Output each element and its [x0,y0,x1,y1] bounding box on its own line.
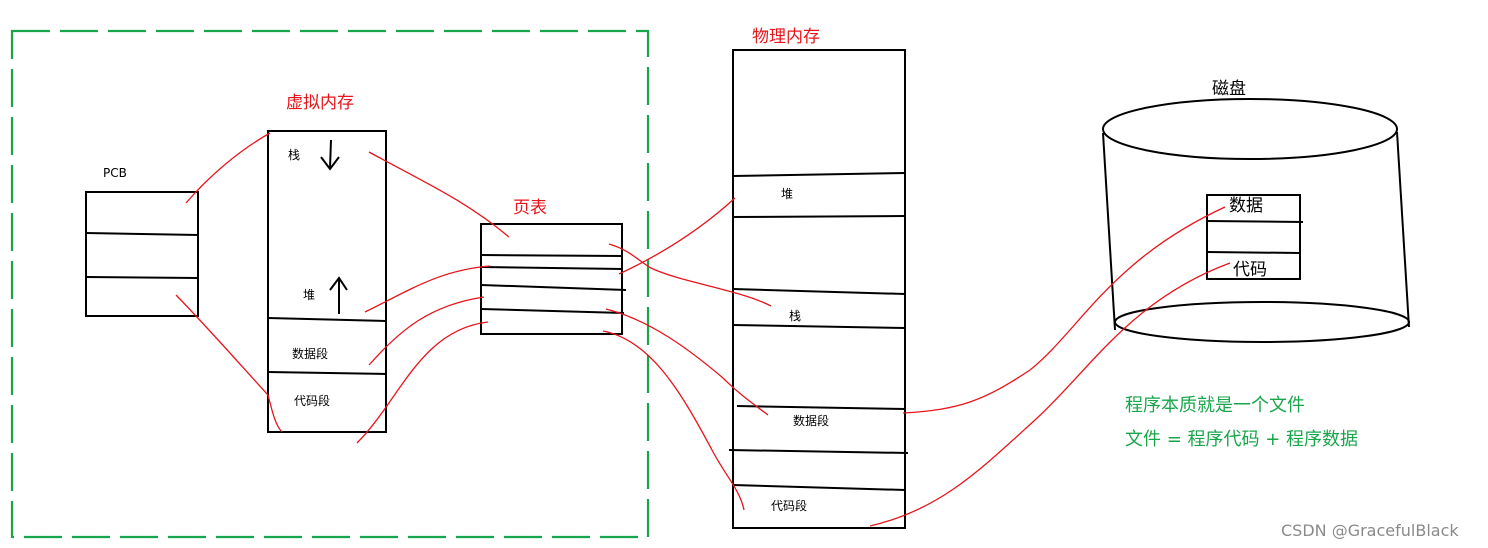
pm-code-label: 代码段 [771,499,808,513]
vm-code-label: 代码段 [294,394,331,408]
page-table-box [480,223,627,335]
heap-grow-arrow [329,276,348,314]
disk-title: 磁盘 [1212,79,1246,99]
vm-heap-label: 堆 [303,288,316,302]
page-table-title: 页表 [513,198,547,218]
virtual-memory-title: 虚拟内存 [286,93,354,113]
stack-grow-arrow [320,139,340,171]
note-line-1: 程序本质就是一个文件 [1125,395,1305,416]
vm-data-label: 数据段 [292,347,329,361]
physical-memory-box [728,49,909,529]
mapping-curves [175,132,1231,527]
pm-data-label: 数据段 [793,414,830,428]
virtual-memory-box [267,130,387,433]
pcb-box [85,191,200,317]
watermark: CSDN @GracefulBlack [1281,521,1459,540]
pm-stack-label: 栈 [789,309,802,323]
disk-cylinder [1102,98,1410,343]
pcb-label: PCB [103,166,127,180]
vm-stack-label: 栈 [288,148,301,162]
physical-memory-title: 物理内存 [752,27,820,47]
disk-data-label: 数据 [1229,196,1263,216]
disk-code-label: 代码 [1233,260,1267,280]
pm-heap-label: 堆 [781,187,794,201]
process-boundary [10,29,650,539]
note-line-2: 文件 = 程序代码 + 程序数据 [1125,429,1359,450]
